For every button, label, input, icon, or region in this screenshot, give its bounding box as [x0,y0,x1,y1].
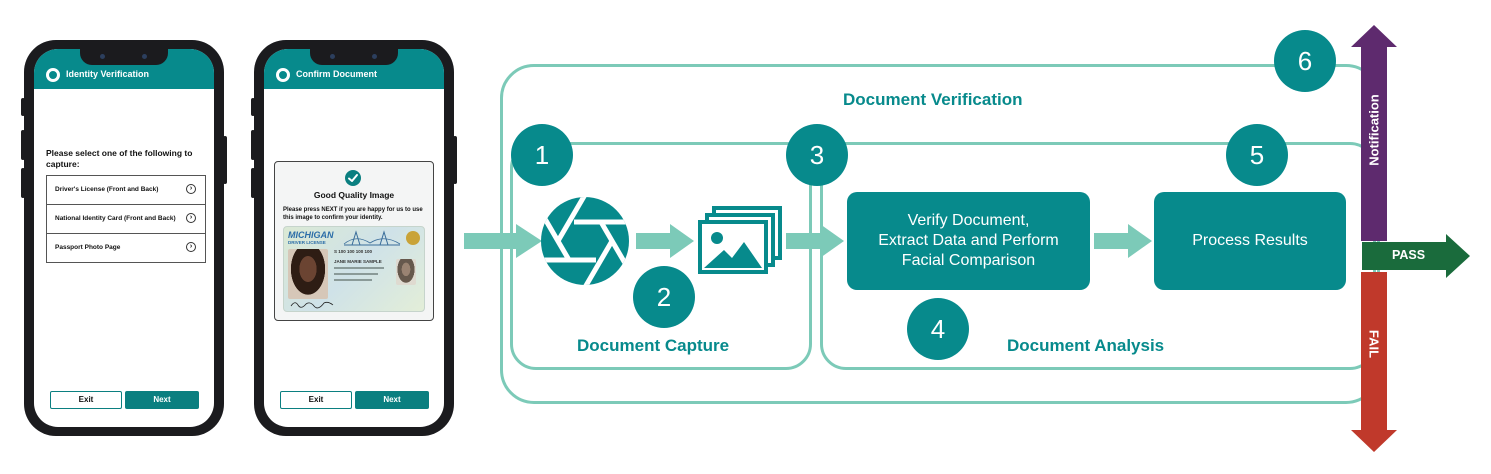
process-results-step: Process Results [1154,192,1346,290]
process-arrow [1094,224,1152,258]
exit-button[interactable]: Exit [50,391,122,409]
step-badge-5: 5 [1226,124,1288,186]
option-label: Driver's License (Front and Back) [55,186,159,193]
option-passport-photo-page[interactable]: Passport Photo Page › [47,234,205,262]
document-verification-label: Document Verification [843,90,1023,109]
notification-label: Notification [1366,94,1382,166]
app-header: Confirm Document [264,49,444,89]
app-header-title: Identity Verification [66,69,150,79]
next-button[interactable]: Next [355,391,429,409]
step-badge-2: 2 [633,266,695,328]
chevron-right-icon: › [186,242,196,252]
analysis-arrow [786,224,844,258]
license-number: S 100 100 100 100 [334,249,373,254]
chevron-right-icon: › [186,213,196,223]
verify-text-line: Facial Comparison [901,252,1036,269]
fail-label: FAIL [1366,329,1382,359]
step-badge-6: 6 [1274,30,1336,92]
camera-shutter-icon [541,197,629,285]
fail-arrow [1351,272,1397,452]
step-badge-1: 1 [511,124,573,186]
process-results-text: Process Results [1192,232,1308,249]
phone-notch [80,49,168,65]
phone-mute-button [251,98,255,116]
chevron-right-icon: › [186,184,196,194]
document-capture-label: Document Capture [577,336,730,355]
notification-arrow [1351,25,1397,241]
phone-volume-up-button [251,130,255,160]
ghost-photo-icon [396,259,416,285]
license-name: JANE MARIE SAMPLE [334,259,382,264]
photo-icon [288,249,328,299]
signature-icon [290,301,334,309]
step-badge-3: 3 [786,124,848,186]
images-icon [698,206,782,274]
camera-icon [330,54,335,59]
exit-button[interactable]: Exit [280,391,352,409]
phone-screen: Identity Verification Please select one … [34,49,214,427]
option-national-identity-card[interactable]: National Identity Card (Front and Back) … [47,205,205,234]
bridge-icon [343,230,401,246]
phone-screen: Confirm Document Good Quality Image Plea… [264,49,444,427]
phone-confirm-document: Confirm Document Good Quality Image Plea… [251,40,457,436]
image-quality-title: Good Quality Image [313,190,395,200]
phone-volume-down-button [21,168,25,198]
option-label: Passport Photo Page [55,244,121,251]
document-select-prompt: Please select one of the following to ca… [46,148,193,169]
license-text-line [334,279,372,281]
input-arrow [464,224,542,258]
document-analysis-label: Document Analysis [1007,336,1165,355]
capture-arrow [636,224,694,258]
verify-document-step: Verify Document, Extract Data and Perfor… [847,192,1090,290]
app-header-title: Confirm Document [296,69,377,79]
phone-volume-down-button [251,168,255,198]
checkmark-icon [345,170,361,186]
phone-power-button [453,136,457,184]
app-logo-icon [276,68,290,82]
phone-power-button [223,136,227,184]
license-type: DRIVER LICENSE [288,240,326,245]
phone-mute-button [21,98,25,116]
pass-label: PASS [1392,248,1426,262]
option-drivers-license[interactable]: Driver's License (Front and Back) › [47,176,205,205]
step-badge-4: 4 [907,298,969,360]
verify-text-line: Extract Data and Perform [878,232,1059,249]
option-label: National Identity Card (Front and Back) [55,215,176,222]
camera-icon [100,54,105,59]
pass-arrow [1362,234,1470,278]
document-preview-card: Good Quality Image Please press NEXT if … [274,161,434,321]
document-capture-box [510,142,812,370]
phone-notch [310,49,398,65]
phone-identity-verification: Identity Verification Please select one … [21,40,227,436]
verify-text-line: Verify Document, [907,212,1030,229]
next-button[interactable]: Next [125,391,199,409]
document-options-list: Driver's License (Front and Back) › Nati… [46,175,206,263]
image-quality-message: Please press NEXT if you are happy for u… [283,207,423,221]
sensor-icon [142,54,147,59]
sensor-icon [372,54,377,59]
app-logo-icon [46,68,60,82]
license-state: MICHIGAN [288,230,334,240]
phone-volume-up-button [21,130,25,160]
license-text-line [334,267,384,269]
license-text-line [334,273,378,275]
state-seal-icon [406,231,420,245]
drivers-license-image: MICHIGAN DRIVER LICENSE S 100 100 100 10… [283,226,425,312]
